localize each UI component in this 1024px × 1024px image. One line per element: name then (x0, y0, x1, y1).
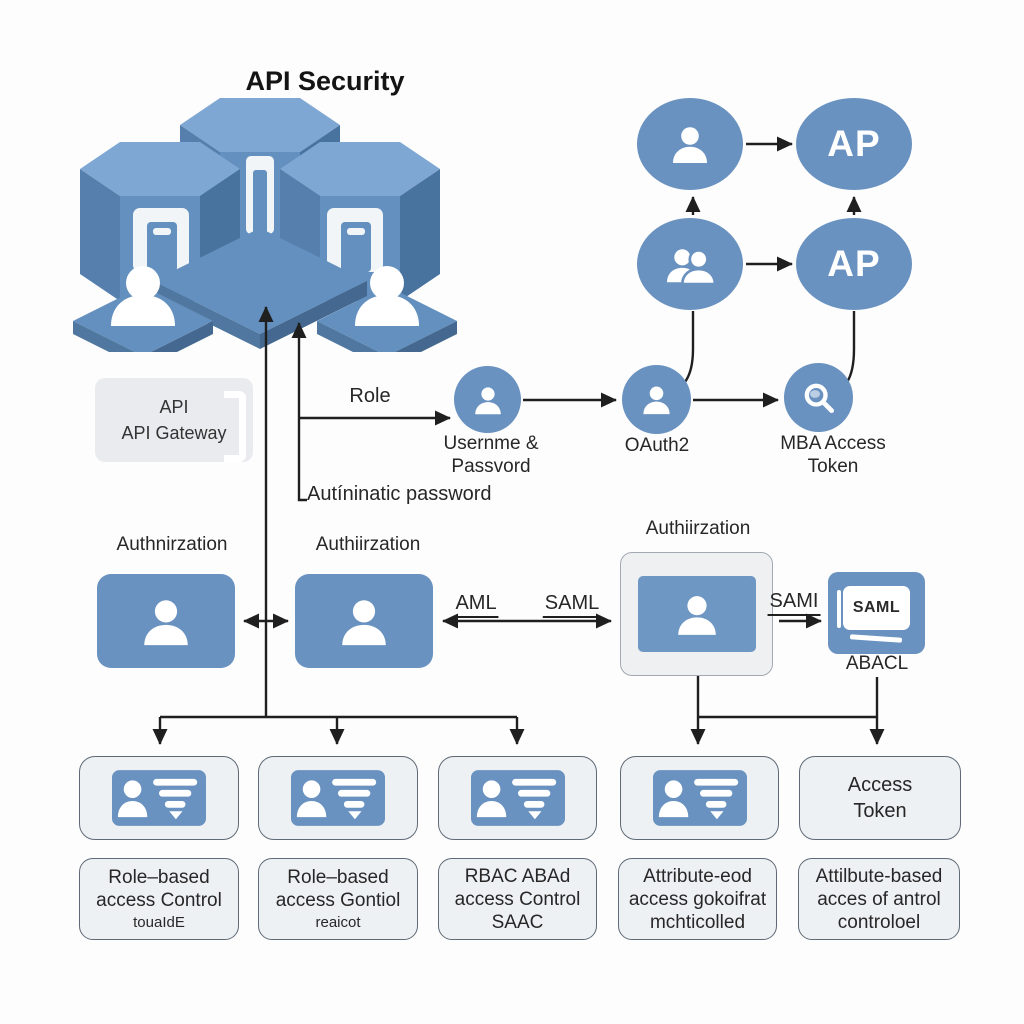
page-title: API Security (245, 66, 405, 96)
authorization-label-right: Authiirzation (645, 518, 751, 539)
authorization-container (620, 552, 773, 676)
api-node-bottom-label: AP (827, 243, 881, 284)
authorization-label-mid: Authiirzation (315, 534, 421, 555)
label-box-4: Attribute-eod access gokoifrat mchticoll… (618, 858, 777, 940)
authorization-photo (637, 576, 756, 652)
id-card-icon (470, 770, 565, 826)
api-node-top: AP (796, 98, 912, 190)
api-node-top-label: AP (827, 123, 881, 164)
api-gateway-line1: API (159, 397, 189, 417)
center-platform (153, 228, 367, 349)
api-gateway-cluster-illustration (73, 98, 457, 352)
username-password-label: Usernme & Passvord (443, 433, 539, 477)
api-node-bottom: AP (796, 218, 912, 310)
label-box-1: Role–based access Control touaIdE (79, 858, 239, 940)
abacl-label: ABACL (845, 653, 909, 674)
abac-card-4 (620, 756, 779, 840)
id-card-icon (652, 770, 747, 826)
saml-monitor-stand (849, 634, 903, 643)
rbac-card-1 (79, 756, 239, 840)
role-label: Role (349, 385, 391, 407)
automatic-password-label: Autíninatic password (307, 483, 492, 505)
saml-label: SAML (542, 592, 602, 618)
sami-label: SAMI (767, 590, 821, 616)
user-icon (470, 382, 506, 418)
magnifier-icon (799, 378, 839, 418)
oauth2-node (622, 365, 691, 434)
access-token-line1: Access (847, 774, 913, 796)
saml-monitor-bar (837, 590, 841, 628)
user-icon (335, 592, 393, 650)
authorization-box-mid (295, 574, 433, 668)
user-platform-left (73, 266, 213, 352)
label-box-5: Attilbute-based acces of antrol controlo… (798, 858, 960, 940)
user-group-node (637, 218, 743, 310)
user-icon (638, 381, 675, 418)
rbac-card-3 (438, 756, 597, 840)
id-card-icon (291, 770, 385, 826)
user-icon (137, 592, 195, 650)
label-box-2: Role–based access Gontiol reaicot (258, 858, 418, 940)
user-platform-right (317, 266, 457, 352)
oauth2-label: OAuth2 (624, 435, 690, 456)
mfa-token-node (784, 363, 853, 432)
user-icon (666, 120, 714, 168)
api-gateway-box: API API Gateway (95, 378, 253, 462)
rbac-card-2 (258, 756, 418, 840)
username-password-node (454, 366, 521, 433)
saml-monitor: SAML (828, 572, 925, 654)
api-gateway-line2: API Gateway (121, 423, 227, 443)
bracket-icon (224, 391, 246, 462)
id-card-icon (112, 770, 206, 826)
access-token-line2: Token (853, 800, 907, 822)
mfa-token-label: MBA Access Token (780, 433, 886, 477)
users-icon (659, 241, 721, 287)
user-node (637, 98, 743, 190)
label-box-3: RBAC ABAd access Control SAAC (438, 858, 597, 940)
authorization-box-left (97, 574, 235, 668)
access-token-card: Access Token (799, 756, 961, 840)
authorization-label-left: Authnirzation (116, 534, 228, 555)
saml-screen: SAML (843, 586, 910, 630)
aml-label: AML (453, 592, 499, 618)
user-icon (672, 589, 722, 639)
